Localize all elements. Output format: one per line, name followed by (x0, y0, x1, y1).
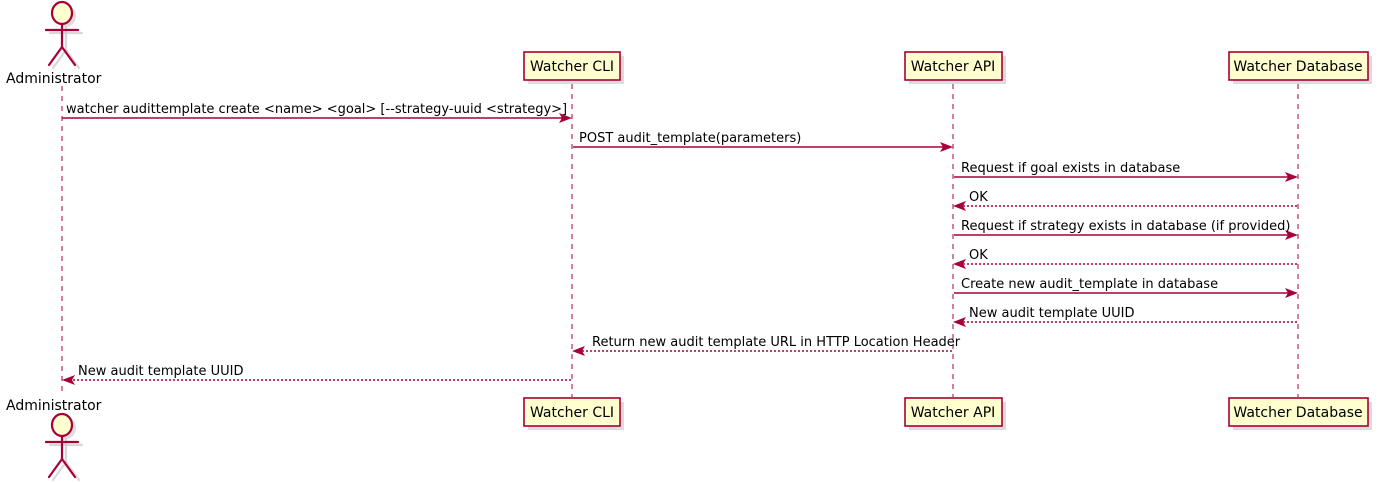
arrow-head-left (953, 259, 966, 269)
actor-head-icon (50, 412, 74, 438)
arrow-head-right (1285, 230, 1298, 240)
participant-box-watcher-database-top[interactable]: Watcher Database (1228, 51, 1372, 84)
participant-box-rect (904, 51, 1003, 81)
lifelines-group (61, 84, 1299, 397)
message-label: watcher audittemplate create <name> <goa… (66, 102, 567, 117)
message-2[interactable]: POST audit_template(parameters) (573, 131, 953, 152)
actor-administrator-top[interactable]: Administrator (6, 0, 102, 87)
participant-box-watcher-cli-bottom[interactable]: Watcher CLI (523, 397, 624, 430)
arrow-head-right (940, 142, 953, 152)
arrow-head-left (953, 317, 966, 327)
message-7[interactable]: Create new audit_template in database (954, 277, 1298, 298)
participant-box-rect (904, 397, 1003, 427)
message-label: POST audit_template(parameters) (579, 131, 801, 146)
message-label: Request if goal exists in database (961, 161, 1180, 176)
message-6[interactable]: OK (953, 248, 1297, 269)
arrow-head-left (62, 375, 75, 385)
actor-leg-right (60, 45, 77, 67)
message-1[interactable]: watcher audittemplate create <name> <goa… (62, 102, 572, 123)
participant-label-watcher-cli-bottom: Watcher CLI (530, 405, 614, 421)
participant-box-watcher-api-top[interactable]: Watcher API (904, 51, 1006, 84)
participant-box-rect (523, 397, 621, 427)
message-9[interactable]: Return new audit template URL in HTTP Lo… (572, 335, 961, 356)
message-label: New audit template UUID (78, 364, 243, 379)
arrow-head-right (559, 113, 572, 123)
actor-label-administrator-bottom: Administrator (6, 398, 102, 414)
participant-box-watcher-database-bottom[interactable]: Watcher Database (1228, 397, 1372, 430)
arrow-head-left (953, 201, 966, 211)
message-8[interactable]: New audit template UUID (953, 306, 1297, 327)
participant-box-rect (1228, 397, 1369, 427)
message-label: OK (969, 190, 988, 205)
actor-leg-left (47, 45, 64, 67)
participant-box-watcher-api-bottom[interactable]: Watcher API (904, 397, 1006, 430)
actor-leg-left (47, 457, 64, 479)
participant-box-rect (523, 51, 621, 81)
message-10[interactable]: New audit template UUID (62, 364, 571, 385)
message-label: Request if strategy exists in database (… (961, 219, 1290, 234)
message-label: New audit template UUID (969, 306, 1134, 321)
actor-label-administrator-top: Administrator (6, 71, 102, 87)
participant-box-watcher-cli-top[interactable]: Watcher CLI (523, 51, 624, 84)
participant-box-rect (1228, 51, 1369, 81)
actor-head-icon (50, 0, 74, 26)
message-3[interactable]: Request if goal exists in database (954, 161, 1298, 182)
message-label: Create new audit_template in database (961, 277, 1218, 292)
message-4[interactable]: OK (953, 190, 1297, 211)
participant-label-watcher-cli-top: Watcher CLI (530, 59, 614, 75)
participant-label-watcher-database-bottom: Watcher Database (1233, 405, 1362, 421)
message-label: Return new audit template URL in HTTP Lo… (592, 335, 961, 350)
actor-administrator-bottom[interactable]: Administrator (6, 398, 102, 482)
arrow-head-right (1285, 288, 1298, 298)
participant-label-watcher-database-top: Watcher Database (1233, 59, 1362, 75)
message-label: OK (969, 248, 988, 263)
actor-leg-right (60, 457, 77, 479)
message-5[interactable]: Request if strategy exists in database (… (954, 219, 1298, 240)
arrow-head-right (1285, 172, 1298, 182)
participant-label-watcher-api-top: Watcher API (911, 59, 996, 75)
arrow-head-left (572, 346, 585, 356)
participant-label-watcher-api-bottom: Watcher API (911, 405, 996, 421)
